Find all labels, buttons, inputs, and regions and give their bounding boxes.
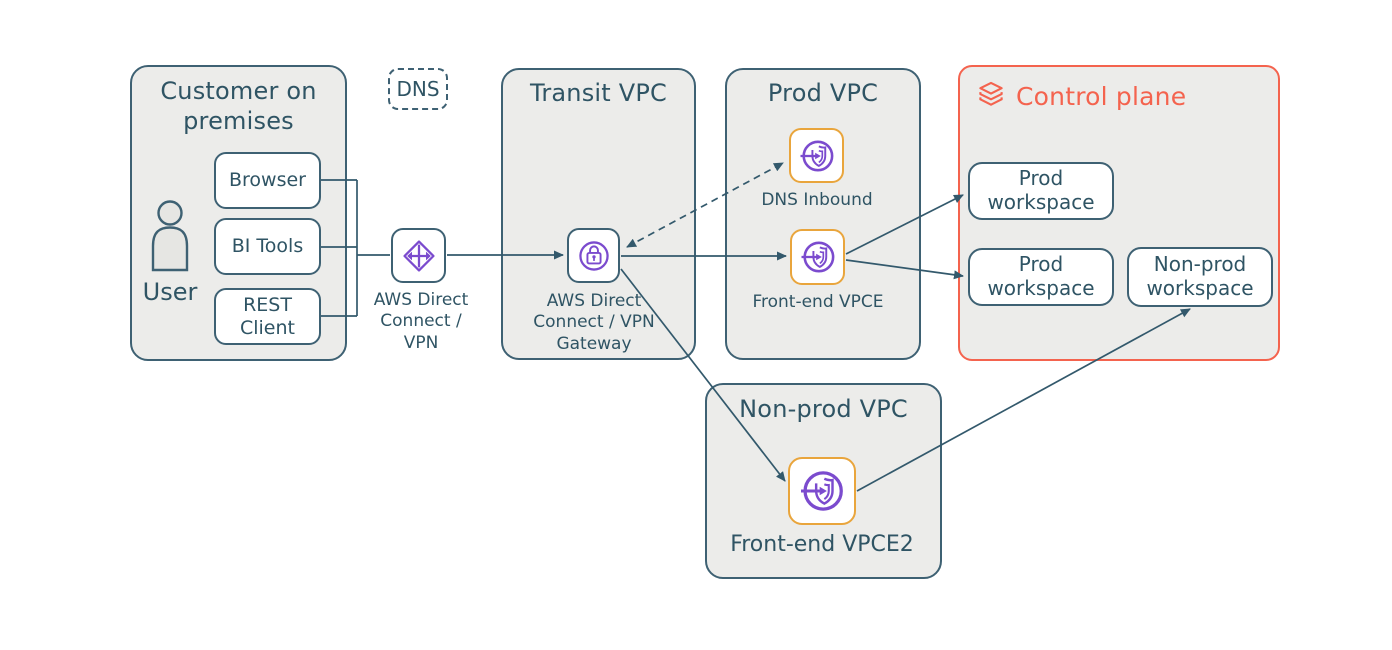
control-plane-header: Control plane [976,80,1186,113]
rest-client-label: REST Client [239,294,295,339]
browser-node: Browser [214,152,321,209]
bi-tools-label: BI Tools [231,235,304,258]
non-prod-workspace-node: Non-prod workspace [1127,247,1273,307]
front-end-vpce-privatelink-icon [790,229,845,285]
dns-inbound-privatelink-icon [789,128,844,183]
prod-workspace-1-node: Prod workspace [968,162,1114,220]
dns-badge-label: DNS [396,77,440,101]
user-label: User [142,278,198,306]
prod-workspace-2-node: Prod workspace [968,248,1114,306]
non-prod-vpc-title: Non-prod VPC [739,395,908,423]
dns-badge: DNS [388,68,448,110]
control-plane-title: Control plane [1016,82,1187,111]
front-end-vpce2-caption: Front-end VPCE2 [730,532,914,557]
front-end-vpce-caption: Front-end VPCE [752,292,884,312]
databricks-logo-icon [976,80,1006,113]
front-end-vpce2-privatelink-icon [788,457,856,525]
prod-workspace-2-label: Prod workspace [987,252,1095,300]
customer-title: Customer on premises [160,77,317,135]
browser-label: Browser [229,169,306,192]
rest-client-node: REST Client [214,288,321,345]
transit-vpc-title: Transit VPC [530,79,667,107]
prod-workspace-1-label: Prod workspace [987,166,1095,214]
non-prod-workspace-label: Non-prod workspace [1146,252,1254,300]
vpn-gateway-lock-icon [567,228,620,283]
prod-vpc-group [725,68,921,360]
direct-connect-icon [391,228,446,283]
dns-inbound-caption: DNS Inbound [761,190,873,210]
direct-connect-caption: AWS Direct Connect / VPN [373,290,469,353]
bi-tools-node: BI Tools [214,218,321,275]
user-icon [147,200,193,274]
vpn-gateway-caption: AWS Direct Connect / VPN Gateway [533,291,655,354]
prod-vpc-title: Prod VPC [767,79,879,107]
